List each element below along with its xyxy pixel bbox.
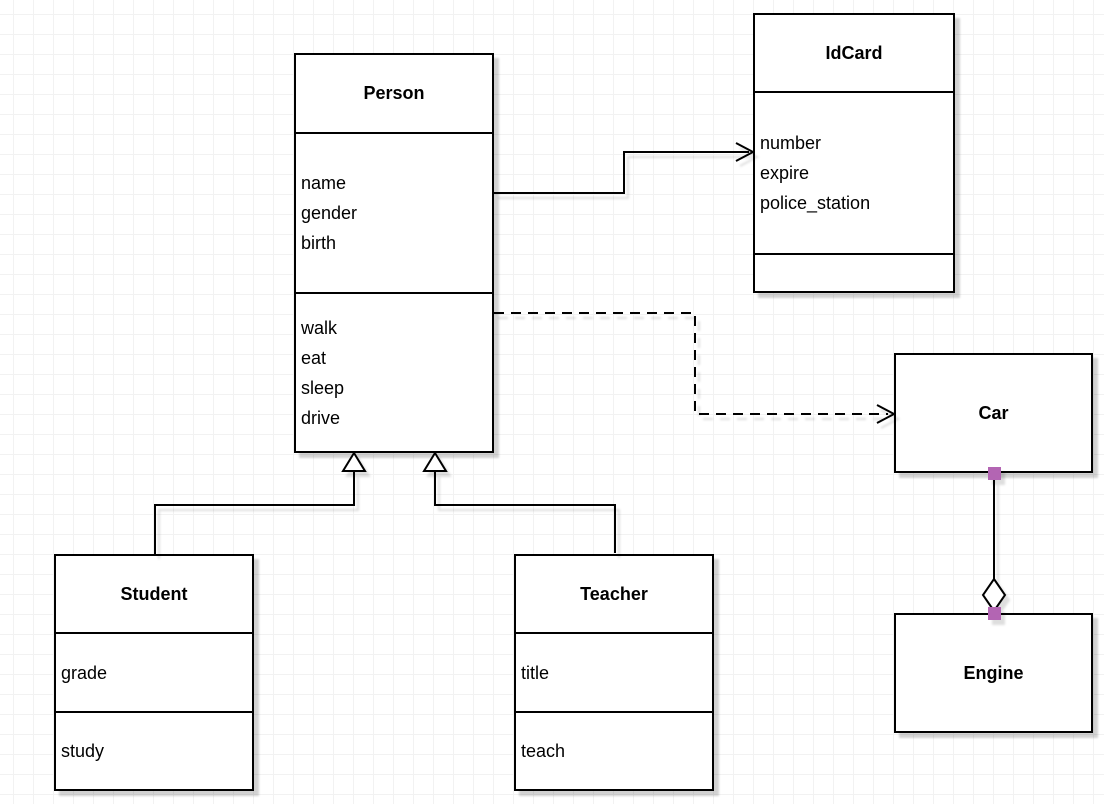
class-title-student: Student bbox=[120, 583, 188, 604]
attribute-row: number bbox=[760, 133, 822, 153]
attributes-compartment-teacher: title bbox=[516, 632, 712, 711]
method-row: walk bbox=[301, 317, 338, 338]
class-title-car: Car bbox=[978, 402, 1009, 423]
method-row: teach bbox=[521, 741, 566, 761]
attributes-compartment-person: name gender birth bbox=[296, 132, 492, 292]
class-title-person: Person bbox=[363, 83, 425, 103]
association-edge-person-idcard[interactable] bbox=[494, 142, 756, 194]
methods-compartment-person: walk eat sleep drive bbox=[296, 292, 492, 451]
aggregation-edge-car-engine[interactable] bbox=[981, 467, 1007, 620]
hollow-triangle-icon bbox=[341, 451, 367, 472]
methods-compartment-student: study bbox=[56, 711, 252, 789]
attribute-row: grade bbox=[61, 662, 108, 683]
attributes-compartment-student: grade bbox=[56, 632, 252, 711]
generalization-edge-student-person[interactable] bbox=[154, 451, 367, 554]
class-title-idcard: IdCard bbox=[825, 42, 883, 63]
open-arrowhead-icon bbox=[735, 142, 756, 162]
method-row: eat bbox=[301, 347, 327, 368]
class-box-idcard[interactable]: IdCard number expire police_station bbox=[753, 13, 955, 293]
dependency-edge-person-car[interactable] bbox=[494, 312, 897, 424]
attribute-row: birth bbox=[301, 233, 337, 253]
generalization-edge-teacher-person[interactable] bbox=[422, 451, 616, 553]
hollow-triangle-icon bbox=[422, 451, 448, 472]
class-box-teacher[interactable]: Teacher title teach bbox=[514, 554, 714, 791]
class-box-person[interactable]: Person name gender birth walk eat sleep … bbox=[294, 53, 494, 453]
class-title-teacher: Teacher bbox=[580, 583, 648, 604]
class-box-engine[interactable]: Engine bbox=[894, 613, 1093, 733]
open-arrowhead-icon bbox=[876, 404, 897, 424]
attribute-row: police_station bbox=[760, 193, 871, 213]
class-box-car[interactable]: Car bbox=[894, 353, 1093, 473]
class-box-student[interactable]: Student grade study bbox=[54, 554, 254, 791]
attribute-row: name bbox=[301, 173, 347, 193]
attribute-row: title bbox=[521, 662, 550, 683]
class-title-engine: Engine bbox=[963, 662, 1024, 683]
hollow-diamond-icon bbox=[981, 577, 1007, 613]
methods-compartment-teacher: teach bbox=[516, 711, 712, 789]
attribute-row: expire bbox=[760, 163, 810, 183]
attribute-row: gender bbox=[301, 203, 358, 223]
method-row: sleep bbox=[301, 377, 345, 398]
attributes-compartment-idcard: number expire police_station bbox=[755, 91, 953, 253]
methods-compartment-idcard bbox=[755, 253, 953, 291]
method-row: drive bbox=[301, 407, 341, 428]
method-row: study bbox=[61, 741, 105, 761]
